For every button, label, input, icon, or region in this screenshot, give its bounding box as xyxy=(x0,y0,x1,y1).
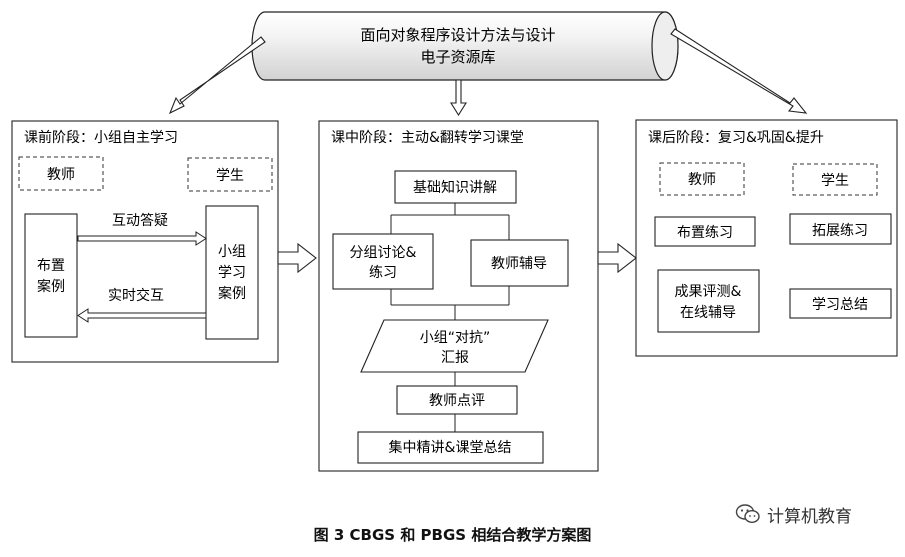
before-student-label: 学生 xyxy=(216,168,244,184)
stage-before-class: 课前阶段：小组自主学习 教师 学生 布置 案例 小组 学习 案例 互动答疑 实时… xyxy=(11,120,279,363)
assign-case-line2: 案例 xyxy=(37,278,65,295)
stage-during-class: 课中阶段：主动&翻转学习课堂 基础知识讲解 分组讨论& 练习 教师辅导 小组“对… xyxy=(318,120,599,472)
after-student-label: 学生 xyxy=(821,173,849,189)
stage-before-title: 课前阶段：小组自主学习 xyxy=(24,129,178,146)
wechat-icon xyxy=(735,504,760,524)
during-connectors xyxy=(390,203,510,432)
database-end-cap xyxy=(651,11,679,81)
after-student-box xyxy=(792,163,878,196)
evaluation-line2: 在线辅导 xyxy=(680,305,736,321)
extend-practice-label: 拓展练习 xyxy=(812,223,868,239)
group-report-line2: 汇报 xyxy=(441,350,469,366)
assign-case-line1: 布置 xyxy=(37,258,65,274)
basic-knowledge-label: 基础知识讲解 xyxy=(413,179,497,196)
stage-after-class: 课后阶段：复习&巩固&提升 教师 学生 布置练习 拓展练习 成果评测& 在线辅导… xyxy=(635,119,898,357)
stage-during-title: 课中阶段：主动&翻转学习课堂 xyxy=(331,130,524,146)
group-report-parallelogram xyxy=(360,319,549,373)
arrow-before-to-during xyxy=(277,242,317,274)
extend-practice-box xyxy=(789,213,892,245)
group-discussion-line1: 分组讨论& xyxy=(350,245,417,261)
after-teacher-box xyxy=(659,162,745,196)
teacher-comment-box xyxy=(396,385,518,415)
group-study-line1: 小组 xyxy=(218,244,246,260)
evaluation-line1: 成果评测& xyxy=(675,284,742,300)
assign-case-box xyxy=(24,213,78,338)
figure-caption: 图 3 CBGS 和 PBGS 相结合教学方案图 xyxy=(313,526,592,544)
interaction-top-label: 互动答疑 xyxy=(112,212,168,229)
study-summary-label: 学习总结 xyxy=(812,297,868,313)
assign-practice-box xyxy=(654,216,756,247)
stage-after-title: 课后阶段：复习&巩固&提升 xyxy=(648,129,824,146)
group-discussion-line2: 练习 xyxy=(369,265,397,281)
arrow-left-interaction xyxy=(77,308,207,323)
group-study-case-box xyxy=(205,205,259,340)
arrow-to-before-stage xyxy=(168,36,266,115)
watermark-text: 计算机教育 xyxy=(767,506,852,527)
arrow-during-to-after xyxy=(597,242,637,274)
database-title-line1: 面向对象程序设计方法与设计 xyxy=(360,26,555,44)
teacher-comment-label: 教师点评 xyxy=(429,393,485,409)
arrow-to-during-stage xyxy=(450,79,467,117)
group-discussion-box xyxy=(332,233,434,290)
arrow-to-after-stage xyxy=(670,28,808,114)
evaluation-box xyxy=(657,269,760,333)
group-study-line3: 案例 xyxy=(218,285,246,302)
arrow-right-interaction xyxy=(77,231,207,246)
database-arrows xyxy=(168,28,808,117)
database-body xyxy=(251,11,679,81)
after-teacher-label: 教师 xyxy=(688,172,716,188)
teacher-guidance-box xyxy=(470,239,569,287)
interaction-bottom-label: 实时交互 xyxy=(108,287,164,304)
before-teacher-box xyxy=(18,156,104,191)
class-summary-label: 集中精讲&课堂总结 xyxy=(389,439,512,456)
watermark: 计算机教育 xyxy=(735,501,895,527)
group-report-line1: 小组“对抗” xyxy=(420,330,491,346)
study-summary-box xyxy=(789,288,892,319)
basic-knowledge-box xyxy=(394,170,517,204)
before-teacher-label: 教师 xyxy=(47,167,75,183)
teacher-guidance-label: 教师辅导 xyxy=(491,256,547,272)
resource-database: 面向对象程序设计方法与设计 电子资源库 xyxy=(251,11,679,81)
group-study-line2: 学习 xyxy=(218,265,246,281)
before-student-box xyxy=(187,157,273,192)
class-summary-box xyxy=(357,431,544,464)
database-title-line2: 电子资源库 xyxy=(420,48,495,66)
assign-practice-label: 布置练习 xyxy=(677,225,733,241)
